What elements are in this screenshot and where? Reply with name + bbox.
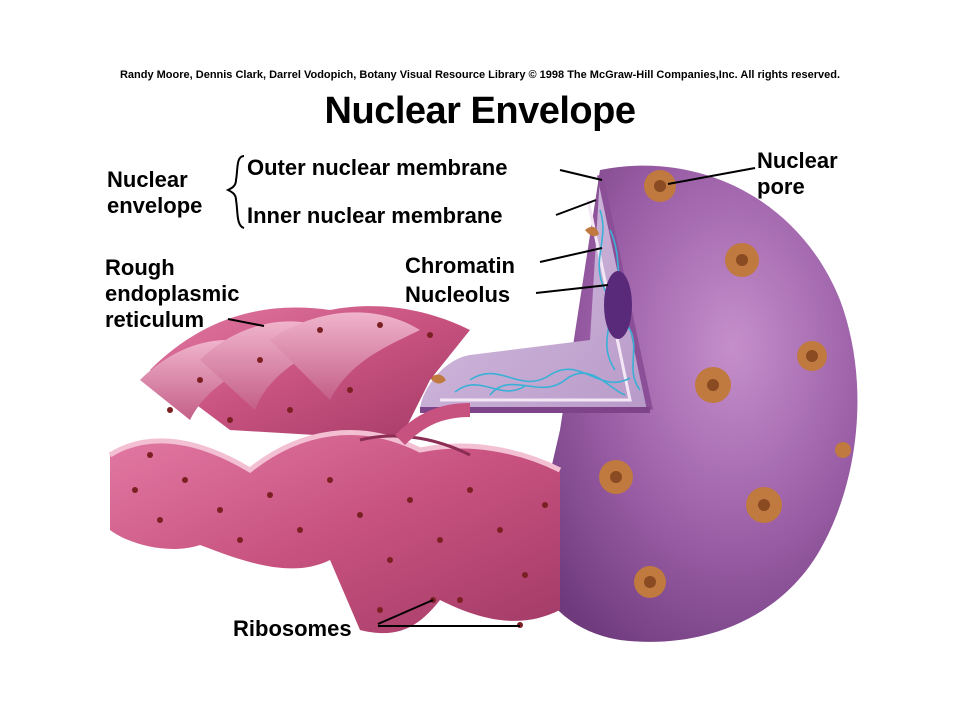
ribosome-leader-1	[377, 599, 434, 625]
label-inner-nuclear-membrane: Inner nuclear membrane	[247, 203, 503, 228]
copyright-notice: Randy Moore, Dennis Clark, Darrel Vodopi…	[119, 69, 841, 81]
er-front-rim	[108, 430, 562, 474]
nuclear-pore-leader	[667, 167, 756, 185]
chromatin-strands	[454, 209, 641, 396]
pore-cut-2	[430, 374, 446, 384]
label-nuclear-envelope: Nuclear envelope	[107, 167, 203, 218]
chromatin-leader	[539, 247, 603, 263]
rough-er	[108, 306, 562, 634]
label-nuclear-pore: Nuclear pore	[757, 148, 838, 199]
nucleus	[420, 165, 858, 642]
leader-lines	[225, 155, 756, 627]
diagram-title: Nuclear Envelope	[324, 90, 636, 132]
nuclear-pore	[725, 243, 759, 277]
label-chromatin: Chromatin	[405, 253, 515, 278]
nucleus-cutaway	[420, 175, 650, 410]
rough-er-leader	[227, 318, 265, 327]
label-outer-nuclear-membrane: Outer nuclear membrane	[247, 155, 508, 180]
er-connection	[395, 403, 471, 446]
nuclear-pore	[695, 367, 731, 403]
outer-membrane-leader	[559, 169, 603, 181]
nuclear-pore	[644, 170, 676, 202]
er-front-sheet	[110, 432, 560, 634]
nucleolus-leader	[535, 284, 609, 294]
nuclear-envelope-brace	[225, 155, 245, 229]
nuclear-pore	[746, 487, 782, 523]
nucleolus	[604, 271, 632, 339]
label-ribosomes: Ribosomes	[233, 616, 352, 641]
inner-membrane-leader	[555, 199, 597, 216]
nuclear-pore	[634, 566, 666, 598]
inner-membrane-edge	[440, 199, 632, 402]
er-cavity	[359, 434, 471, 457]
ribosomes	[132, 322, 548, 628]
pore-cut-1	[585, 226, 599, 237]
label-rough-er: Rough endoplasmic reticulum	[105, 255, 240, 332]
er-fold-3	[270, 312, 420, 400]
nuclear-pore	[797, 341, 827, 371]
label-nucleolus: Nucleolus	[405, 282, 511, 307]
nuclear-pore	[835, 442, 851, 458]
nuclear-pore	[599, 460, 633, 494]
nuclear-pores	[536, 170, 851, 598]
